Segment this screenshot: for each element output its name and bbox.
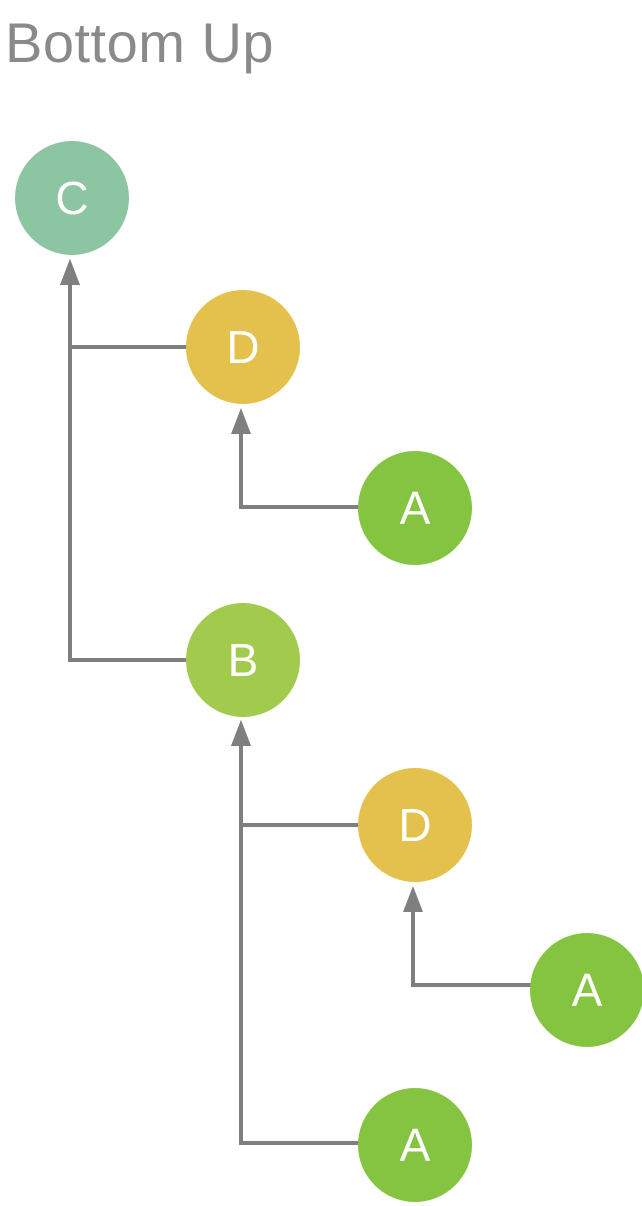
- arrowhead-up-icon: [60, 259, 80, 285]
- node-d1-label: D: [226, 321, 259, 373]
- edge-A3-to-B: [239, 744, 359, 1145]
- edge-D2-to-B: [239, 744, 359, 827]
- edge-D1-to-C: [68, 283, 187, 349]
- edge-A1-to-D1: [239, 432, 359, 509]
- edge-B-to-C: [68, 283, 187, 662]
- node-c-label: C: [55, 172, 88, 224]
- diagram-title: Bottom Up: [5, 11, 275, 74]
- edge-A2-to-D2: [411, 910, 531, 987]
- node-a1-label: A: [400, 482, 431, 534]
- node-d1-circle: [186, 290, 300, 404]
- node-b-label: B: [228, 634, 259, 686]
- node-d2-circle: [358, 768, 472, 882]
- node-a2-label: A: [572, 964, 603, 1016]
- node-b-circle: [186, 603, 300, 717]
- arrowhead-up-icon: [231, 720, 251, 746]
- node-a3-label: A: [400, 1119, 431, 1171]
- node-a1-circle: [358, 451, 472, 565]
- arrowhead-up-icon: [231, 408, 251, 434]
- node-c-circle: [15, 141, 129, 255]
- arrowhead-up-icon: [403, 886, 423, 912]
- node-d2-label: D: [398, 799, 431, 851]
- node-a2-circle: [530, 933, 642, 1047]
- node-a3-circle: [358, 1088, 472, 1202]
